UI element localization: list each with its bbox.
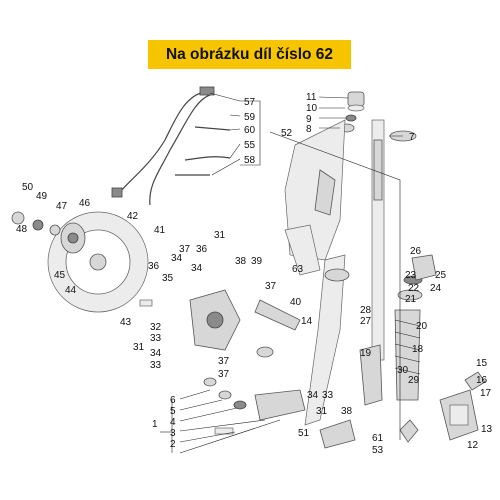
label-45: 39 [251, 256, 263, 267]
label-61: 63 [292, 264, 304, 275]
label-49: 43 [120, 317, 132, 328]
switch-parts [399, 371, 486, 443]
label-8: 8 [306, 124, 312, 135]
axle-parts [203, 377, 306, 435]
label-4: 4 [170, 417, 176, 428]
label-33-a: 33 [150, 333, 162, 344]
label-36: 37 [179, 244, 191, 255]
wheel-hub [11, 211, 86, 254]
label-6: 6 [170, 395, 176, 406]
brake-caliper [139, 289, 241, 351]
label-31-a: 31 [214, 230, 226, 241]
label-24: 24 [430, 283, 442, 294]
label-37-b: 38 [341, 406, 353, 417]
label-21: 21 [405, 294, 417, 305]
label-12: 12 [467, 440, 479, 451]
label-34-b: 34 [307, 390, 319, 401]
lever-57 [319, 419, 356, 449]
label-64: 58 [244, 155, 256, 166]
label-37-a: 37 [218, 369, 230, 380]
label-31-b: 31 [133, 342, 145, 353]
label-7: 7 [409, 132, 415, 143]
label-19: 19 [360, 348, 372, 359]
label-47: 41 [154, 225, 166, 236]
label-16: 16 [476, 375, 488, 386]
label-29: 29 [408, 375, 420, 386]
label-14: 14 [301, 316, 313, 327]
label-38: 34 [191, 263, 203, 274]
label-3: 3 [170, 428, 176, 439]
brake-disc [47, 211, 149, 313]
label-65: 59 [244, 112, 256, 123]
fork-leg [359, 344, 383, 406]
label-17: 17 [480, 388, 492, 399]
label-50: 44 [65, 285, 77, 296]
label-33-b: 33 [150, 360, 162, 371]
label-31-c: 31 [316, 406, 328, 417]
label-55: 49 [36, 191, 48, 202]
label-25: 25 [435, 270, 447, 281]
label-27: 27 [360, 316, 372, 327]
label-54: 48 [16, 224, 28, 235]
shock-absorber [394, 275, 423, 401]
label-43: 37 [265, 281, 277, 292]
label-51: 45 [54, 270, 66, 281]
label-58: 52 [281, 128, 293, 139]
label-18: 18 [412, 344, 424, 355]
part-number-labels: 57 59 60 55 58 52 11 10 9 8 7 50 49 47 4… [16, 92, 493, 456]
steering-tube [371, 119, 385, 361]
label-1: 1 [152, 419, 158, 430]
label-15: 15 [476, 358, 488, 369]
label-2: 2 [170, 439, 176, 450]
brake-link [254, 299, 301, 358]
label-13: 13 [481, 424, 493, 435]
stand-plate [439, 389, 479, 441]
label-44: 38 [235, 256, 247, 267]
label-59: 53 [372, 445, 384, 456]
label-52: 46 [79, 198, 91, 209]
label-23: 23 [405, 270, 417, 281]
label-30: 30 [397, 365, 409, 376]
label-28: 28 [360, 305, 372, 316]
fork-tube [304, 254, 350, 426]
label-42: 37 [218, 356, 230, 367]
label-11: 11 [306, 92, 317, 103]
label-20: 20 [416, 321, 428, 332]
label-10: 10 [306, 103, 318, 114]
label-34-a: 34 [150, 348, 162, 359]
label-41: 36 [148, 261, 160, 272]
label-60: 61 [372, 433, 384, 444]
label-26: 26 [410, 246, 422, 257]
label-40: 35 [162, 273, 174, 284]
label-48: 42 [127, 211, 139, 222]
part-banner: Na obrázku díl číslo 62 [148, 40, 351, 69]
label-9: 9 [306, 114, 312, 125]
label-32: 32 [150, 322, 162, 333]
cable-harness [111, 86, 231, 206]
label-66: 60 [244, 125, 256, 136]
banner-text: Na obrázku díl číslo 62 [165, 45, 334, 63]
label-33-c: 33 [322, 390, 334, 401]
label-39: 34 [171, 253, 183, 264]
label-53: 47 [56, 201, 68, 212]
shock-mount-bracket [411, 254, 437, 281]
label-56: 50 [22, 182, 34, 193]
label-35: 36 [196, 244, 208, 255]
label-63: 57 [244, 97, 256, 108]
label-22: 22 [408, 283, 420, 294]
label-5: 5 [170, 406, 176, 417]
label-46: 40 [290, 297, 302, 308]
frame-structure [284, 119, 346, 276]
label-57: 51 [298, 428, 310, 439]
leader-lines [160, 92, 403, 454]
label-62: 55 [244, 140, 256, 151]
